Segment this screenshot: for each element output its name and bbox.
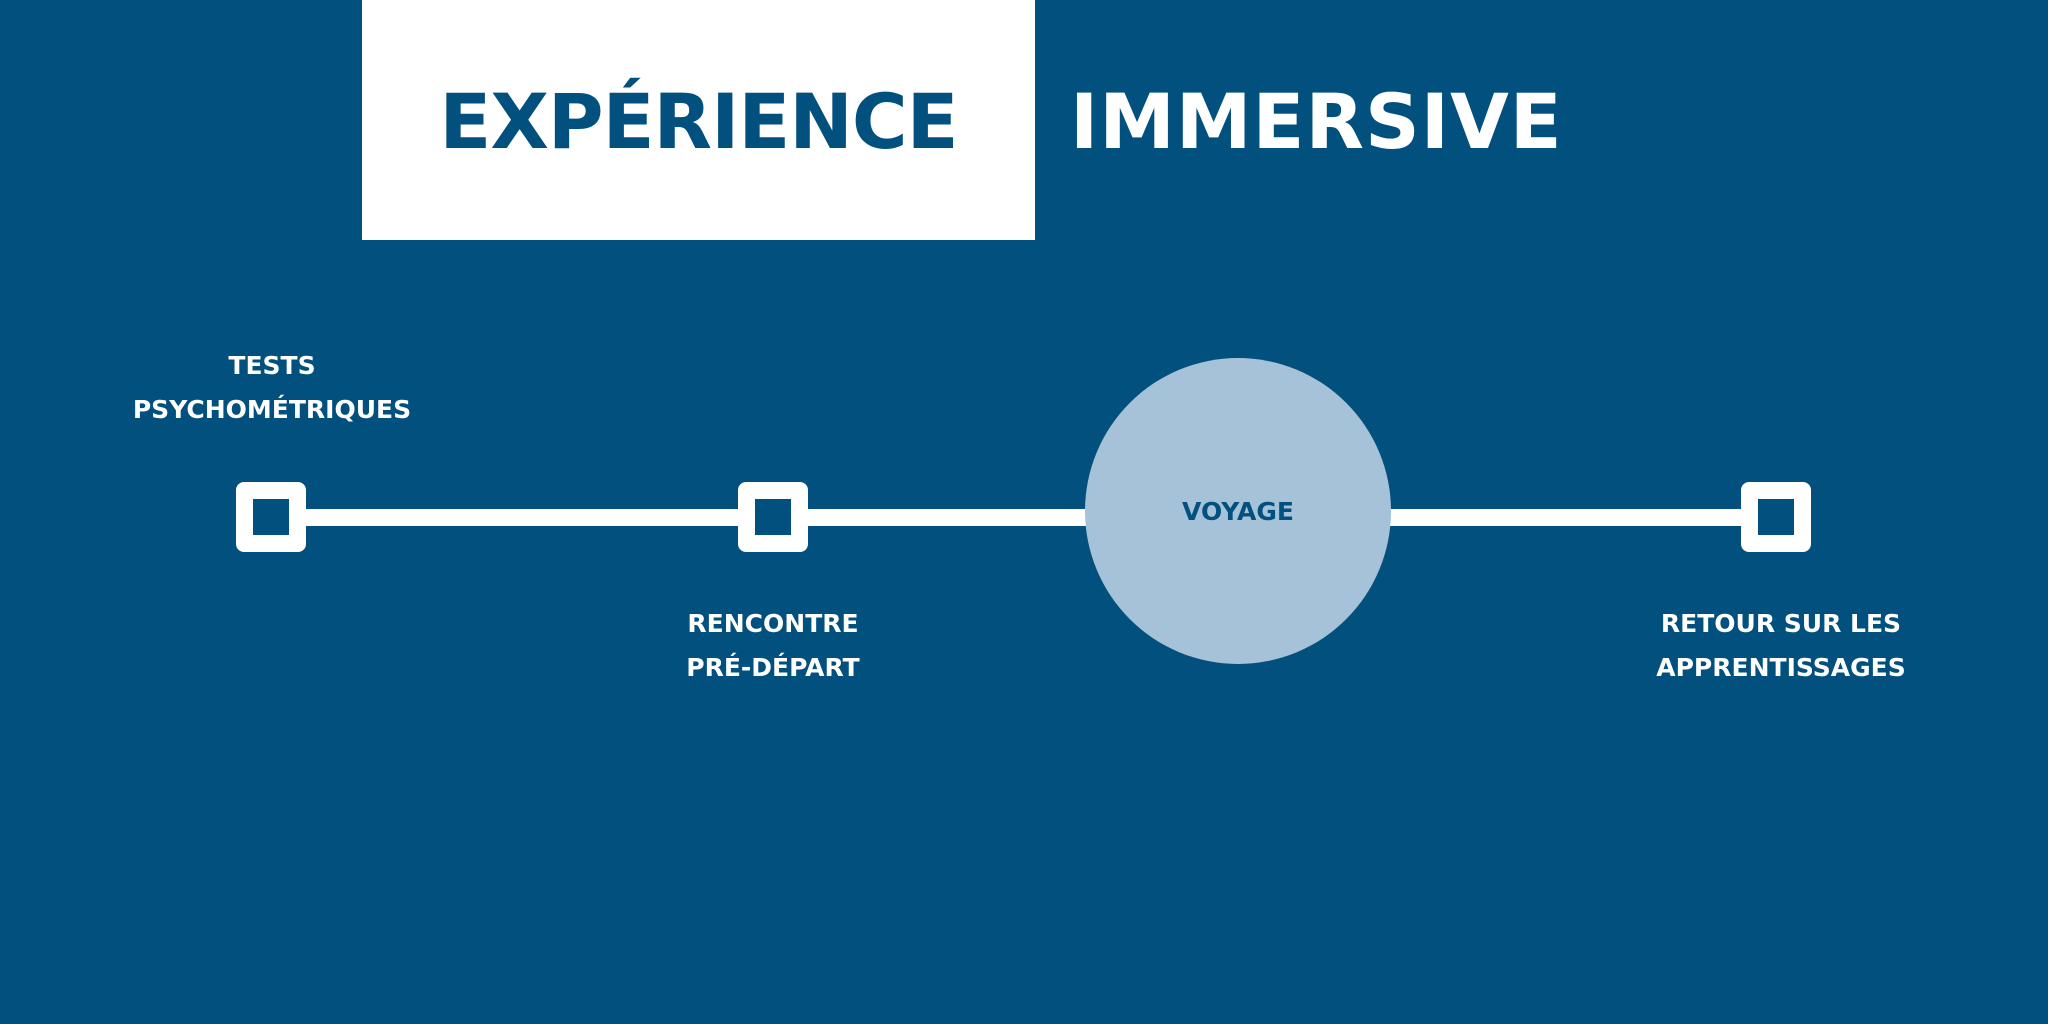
step-label-voyage: VOYAGE xyxy=(1182,497,1294,526)
step-marker-current xyxy=(1085,358,1391,664)
step-marker-1 xyxy=(236,482,306,552)
step-label-line: PSYCHOMÉTRIQUES xyxy=(132,395,412,424)
title-highlight-box xyxy=(362,0,1035,240)
title-rest: IMMERSIVE xyxy=(1070,77,1563,166)
timeline-line xyxy=(300,509,1785,526)
step-label-line: PRÉ-DÉPART xyxy=(686,653,860,682)
step-marker-2 xyxy=(738,482,808,552)
step-label-rencontre: RENCONTRE PRÉ-DÉPART xyxy=(563,602,983,690)
step-label-line: TESTS xyxy=(228,351,316,380)
step-label-retour: RETOUR SUR LES APPRENTISSAGES xyxy=(1571,602,1991,690)
step-label-line: APPRENTISSAGES xyxy=(1656,653,1906,682)
title-highlight: EXPÉRIENCE xyxy=(439,77,958,166)
step-label-line: RETOUR SUR LES xyxy=(1660,609,1902,638)
step-label-tests: TESTS PSYCHOMÉTRIQUES xyxy=(62,344,482,432)
step-label-line: RENCONTRE xyxy=(687,609,859,638)
step-marker-4 xyxy=(1741,482,1811,552)
